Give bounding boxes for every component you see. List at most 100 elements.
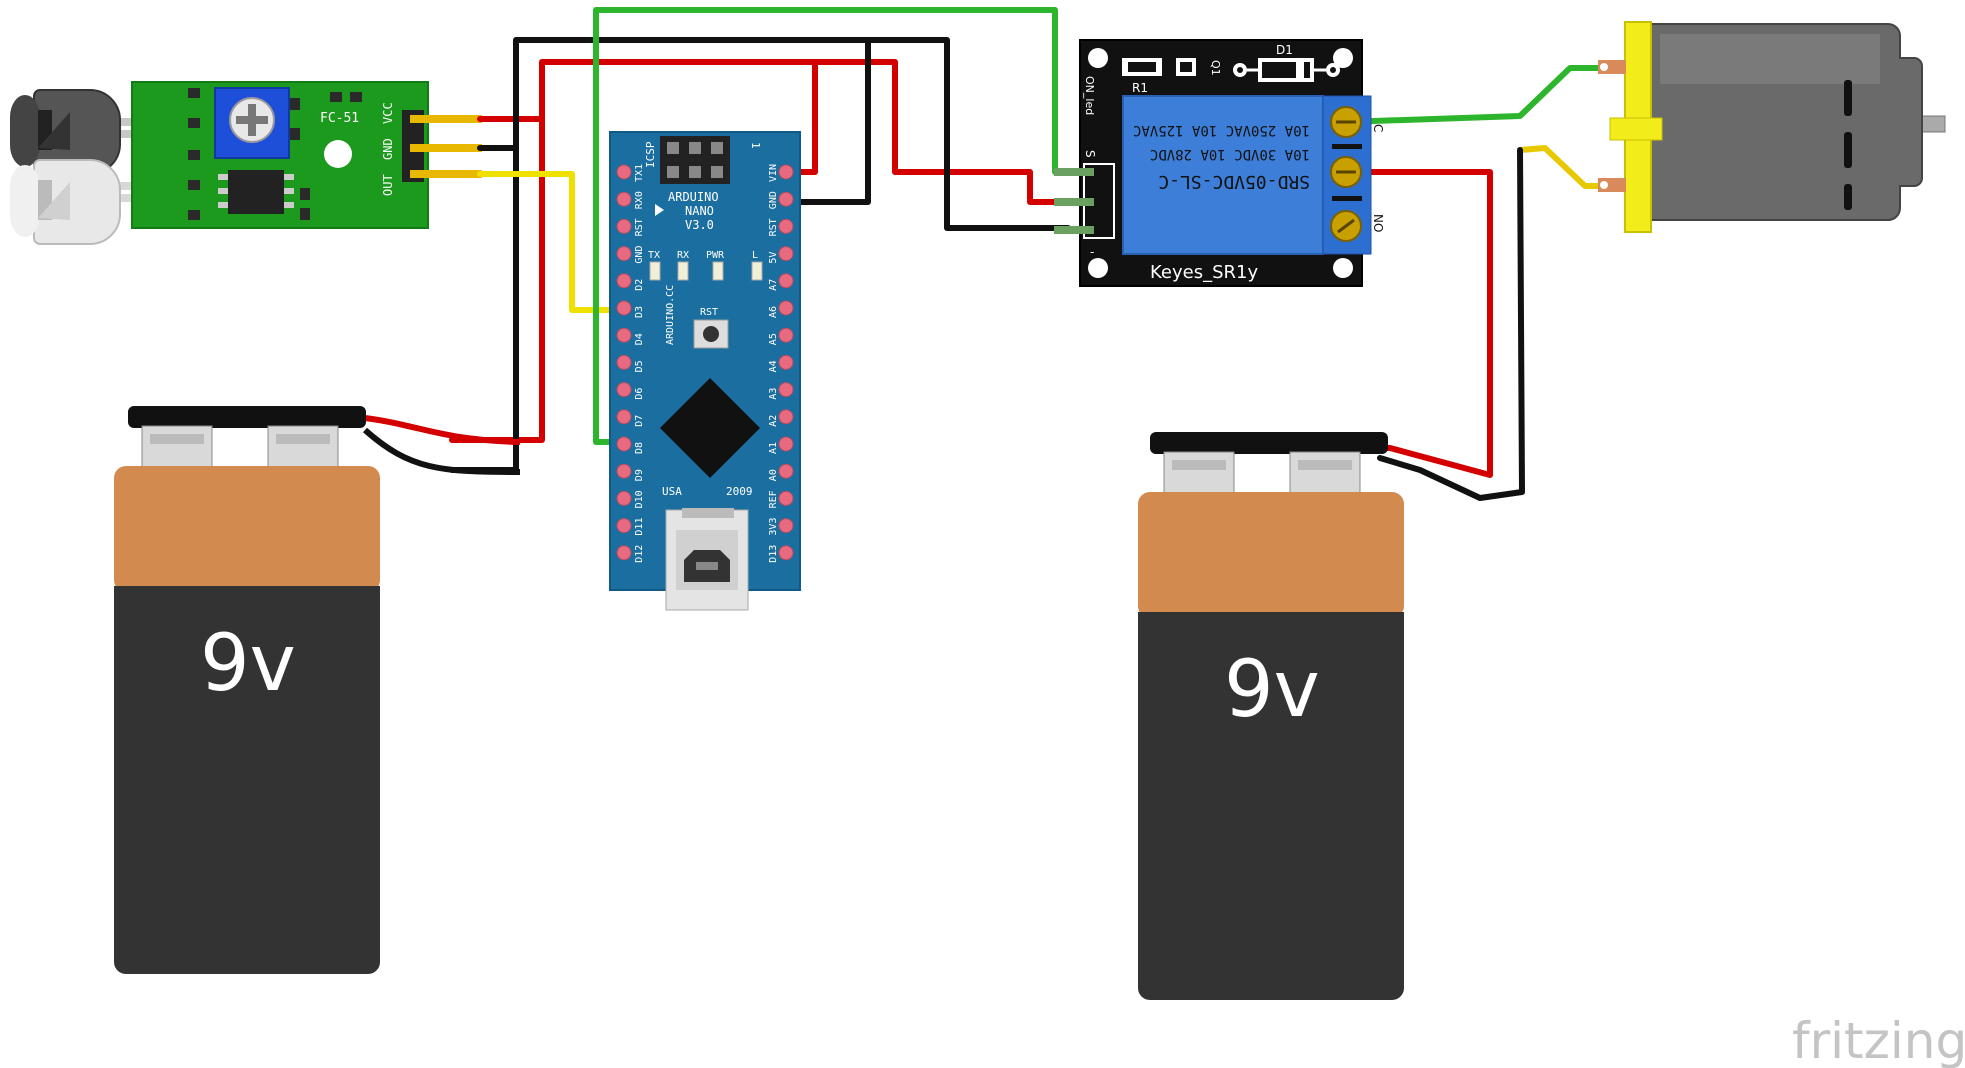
nano-pin-label-left-7: D5 — [634, 360, 645, 372]
arduino-version-label: V3.0 — [685, 218, 714, 232]
nano-pin-left-8 — [616, 382, 632, 398]
relay-line1: SRD-05VDC-SL-C — [1158, 171, 1310, 192]
ir-pin-label-out: OUT — [381, 174, 395, 196]
wire-black-gnd-rail — [513, 37, 1071, 231]
nano-pin-right-7 — [778, 354, 794, 370]
nano-pin-left-3 — [616, 246, 632, 262]
svg-text:1: 1 — [749, 142, 762, 149]
nano-pin-label-right-9: A2 — [768, 415, 779, 427]
wire-black-sensor-gnd — [449, 145, 519, 473]
diode-d1: D1 — [1233, 43, 1340, 82]
ir-sensor-module: FC-51 OUT GND VCC — [10, 81, 482, 245]
nano-pin-right-4 — [778, 273, 794, 289]
wire-green-relay-motor — [1342, 65, 1618, 125]
potentiometer — [214, 87, 290, 159]
fritzing-watermark: fritzing — [1792, 1012, 1965, 1068]
transistor-label: Q1 — [1209, 60, 1222, 76]
nano-pin-right-8 — [778, 382, 794, 398]
nano-pin-label-right-2: RST — [768, 218, 779, 236]
nano-pin-right-1 — [778, 191, 794, 207]
nano-pin-right-12 — [778, 490, 794, 506]
nano-pin-label-left-1: RX0 — [634, 191, 645, 209]
relay-pin-s: S — [1083, 150, 1097, 158]
relay-label-no: NO — [1371, 214, 1385, 232]
mini-usb-connector — [665, 508, 749, 611]
nano-pin-left-11 — [616, 463, 632, 479]
nano-pin-left-9 — [616, 409, 632, 425]
relay-input-text: ON_led — [1083, 76, 1096, 115]
arduino-nano: ICSP TX1RX0RSTGNDD2D3D4D5D6D7D8D9D10D11D… — [609, 131, 801, 611]
nano-pin-label-left-9: D7 — [634, 415, 645, 427]
nano-pin-left-5 — [616, 300, 632, 316]
wire-yellow-sensor-out — [477, 171, 631, 313]
nano-pin-label-left-11: D9 — [634, 469, 645, 481]
icsp-label: ICSP — [644, 141, 657, 168]
wire-black-nano-gnd — [782, 37, 871, 205]
wire-black-battery-motor — [1377, 147, 1525, 501]
ir-sensor-model-label: FC-51 — [320, 111, 359, 126]
relay-pin-minus: - — [1090, 245, 1094, 259]
nano-pin-left-1 — [616, 191, 632, 207]
nano-pin-label-left-6: D4 — [634, 333, 645, 345]
nano-pin-right-3 — [778, 246, 794, 262]
relay-line3: 10A 250VAC 10A 125VAC — [1133, 122, 1310, 138]
reset-label: RST — [700, 307, 718, 318]
resistor-label: R1 — [1132, 81, 1148, 95]
nano-pin-right-2 — [778, 218, 794, 234]
nano-pin-right-11 — [778, 463, 794, 479]
usa-label: USA — [662, 485, 682, 498]
nano-pin-left-4 — [616, 273, 632, 289]
nano-pin-label-right-10: A1 — [768, 442, 779, 454]
nano-pin-label-right-1: GND — [768, 191, 779, 209]
wire-red-relay-vcc — [812, 59, 1071, 205]
nano-pin-left-12 — [616, 490, 632, 506]
relay-label-c: C — [1371, 124, 1385, 132]
arduino-website-label: ARDUINO.CC — [665, 285, 676, 345]
nano-pin-label-right-12: REF — [768, 490, 779, 508]
nano-pin-label-left-10: D8 — [634, 442, 645, 454]
relay-module: R1 Q1 D1 SRD-05VDC-SL-C 10A 30VDC 10A 28… — [1054, 39, 1385, 287]
relay-coil-body — [1122, 95, 1324, 255]
nano-pin-right-13 — [778, 518, 794, 534]
ir-receiver-led — [10, 159, 140, 245]
ir-header-pins — [410, 115, 482, 178]
nano-pin-label-right-6: A5 — [768, 333, 779, 345]
nano-pin-left-7 — [616, 354, 632, 370]
nano-pin-label-right-5: A6 — [768, 306, 779, 318]
nano-pin-label-left-13: D11 — [634, 518, 645, 536]
nano-pin-left-6 — [616, 327, 632, 343]
nano-pin-right-6 — [778, 327, 794, 343]
ir-pin-label-vcc: VCC — [381, 102, 395, 124]
battery-right-label: 9v — [1224, 645, 1320, 735]
battery-left: 9v — [114, 406, 380, 974]
led-label-tx: TX — [648, 250, 660, 261]
nano-pin-label-left-14: D12 — [634, 545, 645, 563]
nano-pin-right-10 — [778, 436, 794, 452]
wire-red-sensor-vcc — [449, 116, 545, 443]
year-label: 2009 — [726, 485, 753, 498]
nano-pin-right-14 — [778, 545, 794, 561]
arduino-name-label: ARDUINO — [668, 190, 719, 204]
screw-terminal: C NO — [1322, 95, 1385, 255]
nano-pin-left-13 — [616, 518, 632, 534]
icsp-header: ICSP — [644, 136, 730, 184]
mounting-hole — [324, 140, 352, 168]
comparator-chip — [218, 170, 294, 214]
nano-pin-left-2 — [616, 218, 632, 234]
transistor-q1: Q1 — [1176, 58, 1222, 76]
relay-input-header: ON_led S - — [1054, 76, 1115, 259]
status-leds: TX RX PWR L — [648, 250, 763, 281]
battery-left-label: 9v — [200, 619, 296, 709]
nano-pin-label-right-11: A0 — [768, 469, 779, 481]
battery-right: 9v — [1138, 432, 1404, 1000]
arduino-model-label: NANO — [685, 204, 714, 218]
led-label-rx: RX — [677, 250, 689, 261]
atmega-chip — [660, 378, 760, 478]
ir-emitter-led — [10, 89, 140, 175]
nano-pin-label-right-4: A7 — [768, 279, 779, 291]
nano-pin-label-left-5: D3 — [634, 306, 645, 318]
led-label-pwr: PWR — [706, 250, 725, 261]
